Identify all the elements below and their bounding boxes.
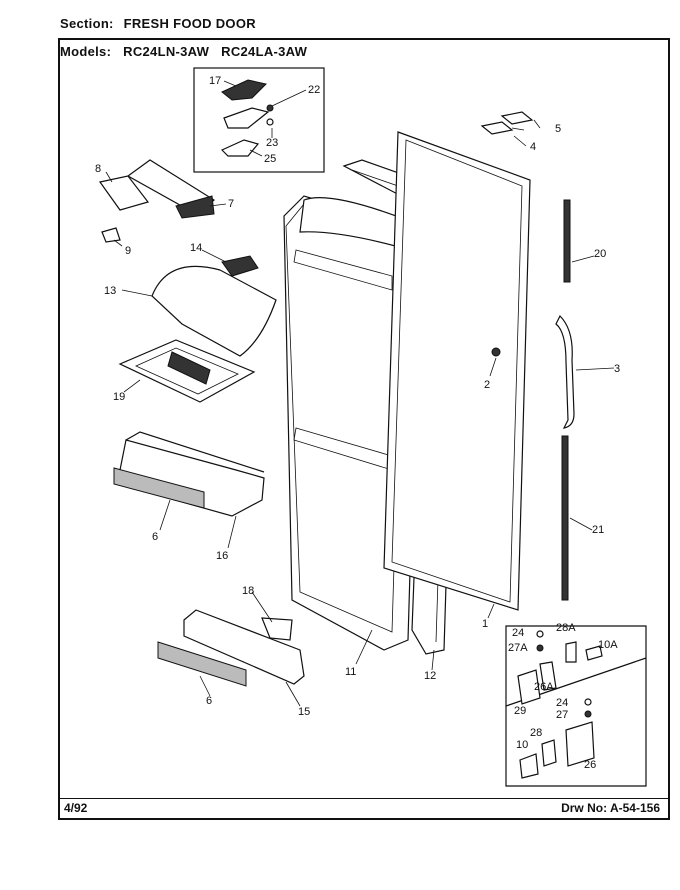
model-1: RC24LN-3AW	[123, 44, 210, 59]
part-5-strip	[500, 111, 534, 125]
callout-10: 10	[516, 739, 528, 751]
callout-13: 13	[104, 285, 116, 297]
callout-9: 9	[125, 245, 131, 257]
callout-25: 25	[264, 153, 276, 165]
part-3-handle	[555, 314, 575, 429]
callout-28: 28	[530, 727, 542, 739]
leader-lines	[105, 80, 615, 707]
inset-box-hinge	[505, 625, 647, 787]
callout-2: 2	[484, 379, 490, 391]
part-4-strip	[480, 121, 514, 135]
model-2: RC24LA-3AW	[221, 44, 308, 59]
section-value: FRESH FOOD DOOR	[123, 16, 256, 31]
part-6-trim-upper	[113, 467, 205, 509]
callout-6b: 6	[206, 695, 212, 707]
callout-14: 14	[190, 242, 202, 254]
part-27-bushing	[584, 710, 592, 718]
part-23-washer	[266, 118, 274, 126]
callout-8: 8	[95, 163, 101, 175]
part-28-plate	[541, 739, 557, 767]
callout-11: 11	[345, 666, 356, 678]
footer-date: 4/92	[64, 801, 88, 815]
part-20-handle-trim-upper	[563, 199, 571, 283]
part-7-hinge-cap	[175, 195, 215, 219]
part-13-edge	[239, 299, 277, 357]
section-label: Section:	[60, 16, 114, 31]
callout-20: 20	[594, 248, 606, 260]
part-6-trim-lower	[157, 641, 247, 687]
callout-28A: 28A	[556, 622, 576, 634]
part-16-rim	[125, 431, 265, 473]
drawing-number: Drw No: A-54-156	[561, 801, 660, 815]
callout-3: 3	[614, 363, 620, 375]
models-label: Models:	[60, 44, 112, 59]
part-2-plug	[491, 347, 501, 357]
callout-17: 17	[209, 75, 221, 87]
callout-labels: 17 22 23 25 5 4 8 7 9 14 13 19 6 16 18 6…	[95, 75, 620, 771]
callout-16: 16	[216, 550, 228, 562]
callout-29: 29	[514, 705, 526, 717]
callout-26: 26	[584, 759, 596, 771]
callout-22: 22	[308, 84, 320, 96]
callout-18: 18	[242, 585, 254, 597]
callout-7: 7	[228, 198, 234, 210]
callout-24a: 24	[512, 627, 524, 639]
models-line: Models: RC24LN-3AW RC24LA-3AW	[60, 44, 312, 59]
callout-12: 12	[424, 670, 436, 682]
diagram-frame	[58, 38, 670, 820]
callout-1: 1	[482, 618, 488, 630]
callout-21: 21	[592, 524, 604, 536]
inset-box-top	[193, 67, 325, 173]
part-21-handle-trim-lower	[561, 435, 569, 601]
section-title: Section: FRESH FOOD DOOR	[60, 16, 256, 31]
part-24-washer-a	[536, 630, 544, 638]
part-1-outer-door	[383, 131, 531, 611]
part-25-plate	[220, 139, 260, 157]
callout-27: 27	[556, 709, 568, 721]
part-11-upper-rail	[293, 249, 393, 291]
part-28A-plate	[565, 641, 577, 663]
callout-24b: 24	[556, 697, 568, 709]
callout-23: 23	[266, 137, 278, 149]
callout-4: 4	[530, 141, 536, 153]
part-17-cover	[221, 79, 267, 101]
part-22-screw	[266, 104, 274, 112]
part-18-retainer	[261, 617, 293, 641]
part-1-inner-edge	[391, 139, 523, 603]
callout-10A: 10A	[598, 639, 618, 651]
part-7-hinge-cover	[126, 159, 216, 215]
part-29-hinge	[517, 669, 541, 705]
callout-19: 19	[113, 391, 125, 403]
part-14-clip	[221, 255, 259, 277]
footer-divider	[58, 798, 670, 799]
part-26-hinge-block	[565, 721, 595, 767]
part-22-bracket	[223, 107, 270, 129]
callout-27A: 27A	[508, 642, 528, 654]
part-10A-hinge-pin	[585, 645, 603, 661]
part-24-washer-b	[584, 698, 592, 706]
part-10-hinge-pin	[519, 753, 539, 779]
callout-5: 5	[555, 123, 561, 135]
part-26A-bracket	[539, 661, 557, 691]
part-27A-bushing	[536, 644, 544, 652]
callout-6a: 6	[152, 531, 158, 543]
part-8-hinge-bracket	[98, 175, 150, 211]
part-9-screw	[101, 227, 121, 243]
part-15-lower-shelf	[183, 609, 305, 685]
callout-26A: 26A	[534, 681, 554, 693]
callout-15: 15	[298, 706, 310, 718]
part-19-inner	[135, 347, 239, 395]
part-19-handle	[167, 351, 211, 385]
